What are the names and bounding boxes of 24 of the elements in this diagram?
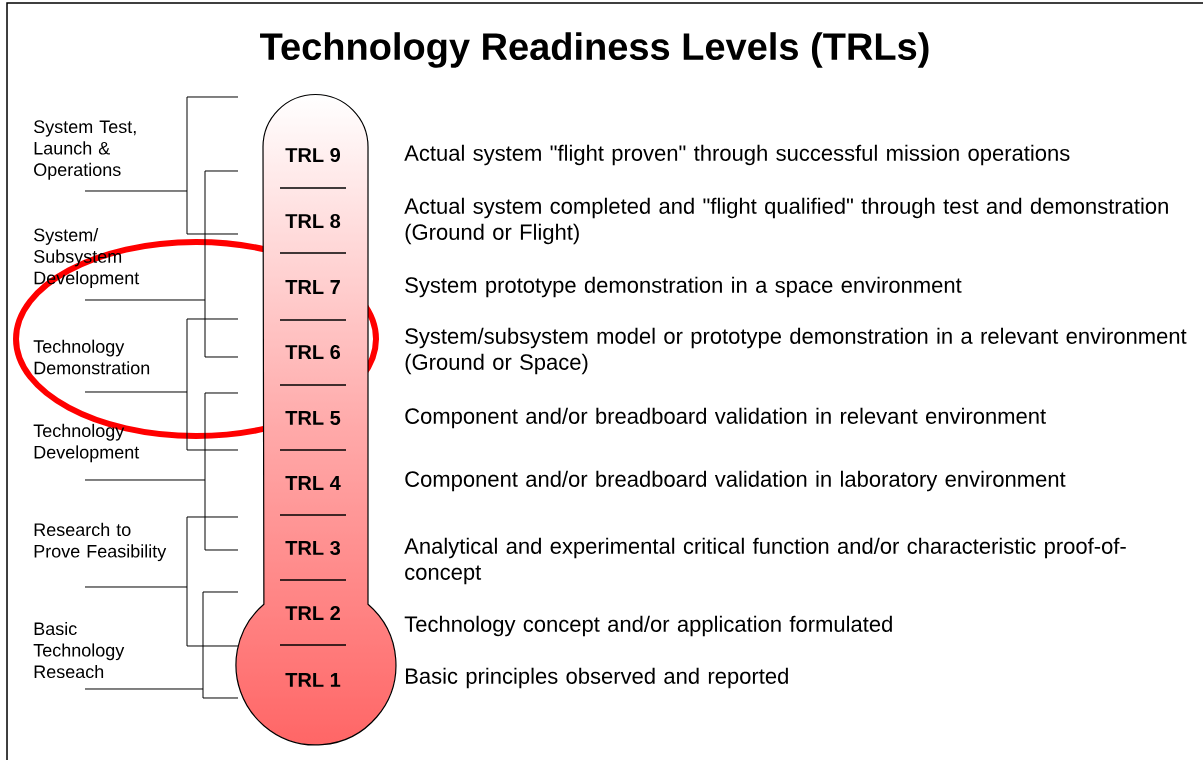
stage-name: Technology Demonstration bbox=[33, 339, 150, 375]
stage-name: System Test, Launch & Operations bbox=[34, 120, 136, 180]
level-description: System prototype demonstration in a space environment bbox=[405, 276, 962, 298]
level-label: TRL 3 bbox=[285, 540, 341, 556]
level-description: Analytical and experimental critical function and/or characteristic proof-of-concept bbox=[404, 537, 1126, 585]
thermometer bbox=[235, 93, 397, 746]
title: Technology Readiness Levels (TRLs) bbox=[260, 32, 929, 68]
level-description: Component and/or breadboard validation in laboratory environment bbox=[405, 470, 1066, 492]
level-label: TRL 6 bbox=[285, 344, 341, 360]
level-label: TRL 9 bbox=[285, 147, 341, 163]
level-description: Actual system completed and "flight qualified" through test and demonstration (Ground or Flight) bbox=[404, 197, 1168, 245]
stage-name: Technology Development bbox=[33, 423, 140, 463]
level-description: Component and/or breadboard validation in relevant environment bbox=[405, 407, 1046, 429]
level-label: TRL 5 bbox=[285, 411, 341, 425]
level-label: TRL 7 bbox=[285, 280, 340, 294]
stage-name: Basic Technology Reseach bbox=[33, 621, 125, 679]
level-description: System/subsystem model or prototype demonstration in a relevant environment (Ground or Space) bbox=[405, 327, 1187, 375]
level-label: TRL 2 bbox=[285, 606, 340, 620]
level-description: Actual system "flight proven" through successful mission operations bbox=[404, 144, 1070, 166]
level-label: TRL 1 bbox=[285, 673, 341, 687]
level-label: TRL 8 bbox=[285, 213, 341, 229]
level-label: TRL 4 bbox=[285, 476, 341, 490]
stage-name: Research to Prove Feasibility bbox=[34, 522, 167, 562]
level-description: Technology concept and/or application formulated bbox=[404, 615, 892, 637]
